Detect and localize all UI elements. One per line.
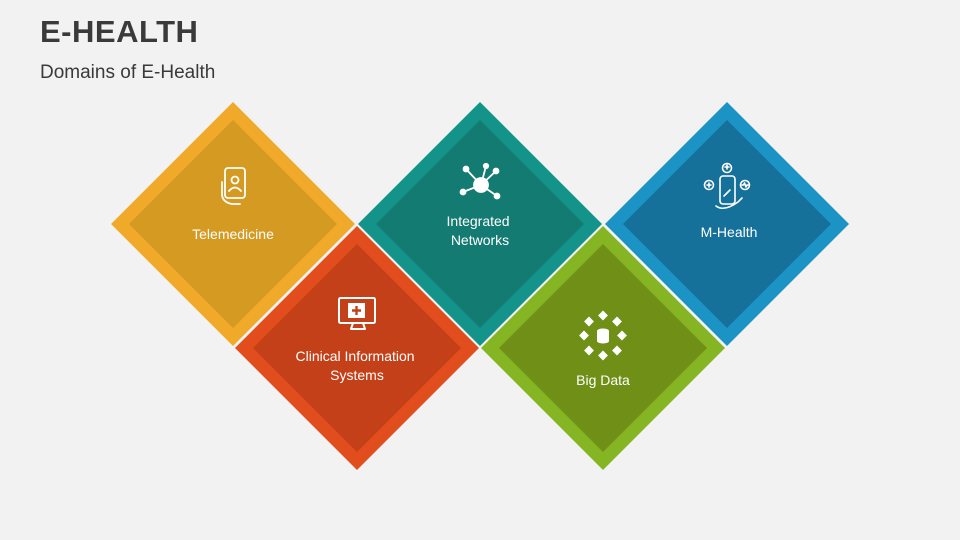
domain-label-m-health: M-Health <box>701 224 758 240</box>
domain-m-health: M-Health <box>605 102 849 346</box>
domain-inner <box>253 244 461 452</box>
domain-clinical-information-systems: Clinical Information Systems <box>235 226 479 470</box>
database-cubes-icon <box>579 310 627 361</box>
medical-monitor-icon <box>338 297 376 330</box>
domain-label-clinical-information-systems: Clinical Information Systems <box>296 348 419 383</box>
domain-inner <box>499 244 707 452</box>
domain-inner <box>129 120 337 328</box>
domain-telemedicine: Telemedicine <box>111 102 355 346</box>
domain-label-integrated-networks: Integrated Networks <box>447 213 514 248</box>
page-subtitle: Domains of E-Health <box>40 62 216 83</box>
domain-big-data: Big Data <box>481 226 725 470</box>
mobile-doctor-icon <box>221 167 246 205</box>
domain-label-big-data: Big Data <box>576 372 630 388</box>
page-title: E-HEALTH <box>40 14 199 49</box>
domain-label-telemedicine: Telemedicine <box>192 226 274 242</box>
network-hub-icon <box>459 162 501 200</box>
domain-inner <box>623 120 831 328</box>
domain-inner <box>376 120 584 328</box>
domain-integrated-networks: Integrated Networks <box>358 102 602 346</box>
mobile-health-icon <box>703 162 751 210</box>
